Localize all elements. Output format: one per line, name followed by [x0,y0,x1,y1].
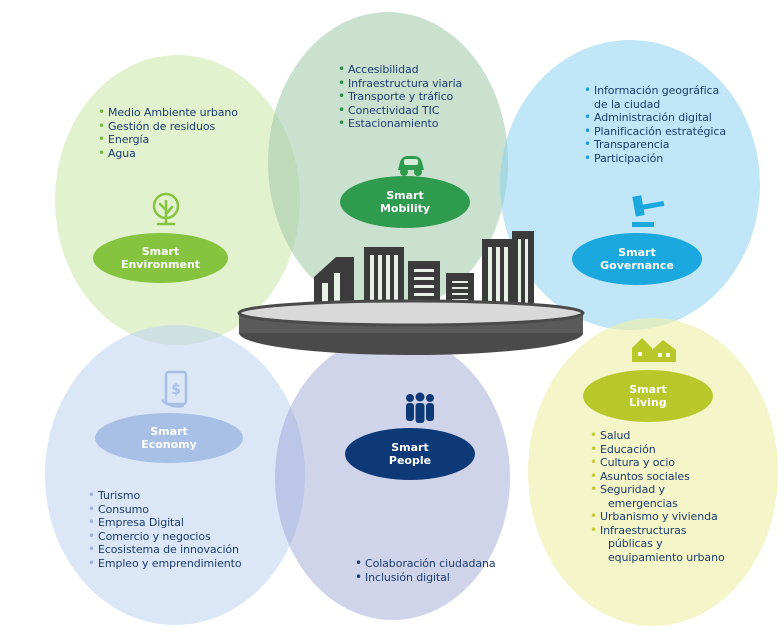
pill-title: Smart [150,425,188,438]
list-item: Consumo [88,503,241,517]
pill-subtitle: Environment [120,258,201,271]
people-icon [406,392,434,423]
pill-subtitle: Economy [141,438,197,451]
list-item: Medio Ambiente urbano [98,106,238,120]
svg-text:$: $ [171,382,181,398]
list-item: de la ciudad [594,97,661,111]
pill-subtitle: Mobility [379,202,431,215]
list-item: Accesibilidad [338,63,462,77]
list-item: públicas y [608,537,663,550]
list-item: Estacionamiento [338,117,462,131]
list-item: Información geográfica [584,84,726,98]
list-item: Administración digital [584,111,726,125]
list-item: Transporte y tráfico [338,90,462,104]
list-item: Ecosistema de innovación [88,543,241,557]
list-item: emergencias [608,496,678,510]
list-item: Colaboración ciudadana [355,557,496,571]
list-item: Energía [98,133,238,147]
list-item: Seguridad y [590,483,725,497]
houses-icon [632,338,676,362]
environment-list: Medio Ambiente urbano Gestión de residuo… [98,106,238,160]
smart-people-label: Smart People [345,428,475,480]
smart-mobility-label: Smart Mobility [340,176,470,228]
list-item: Salud [590,429,725,443]
list-item: equipamiento urbano [608,550,725,564]
smart-living-label: Smart Living [583,370,713,422]
pill-title: Smart [391,441,429,454]
pill-title: Smart [141,245,180,258]
list-item: Asuntos sociales [590,470,725,484]
list-item: Cultura y ocio [590,456,725,470]
city-platform-icon [237,231,585,355]
list-item: Urbanismo y vivienda [590,510,725,524]
smart-environment-label: Smart Environment [93,233,228,283]
list-item: Conectividad TIC [338,104,462,118]
list-item: Turismo [88,489,241,503]
car-icon [398,156,424,176]
smart-economy-label: Smart Economy [95,413,243,463]
list-item: Transparencia [584,138,726,152]
economy-list: Turismo Consumo Empresa Digital Comercio… [88,489,242,571]
list-item: Participación [584,152,726,166]
list-item: Educación [590,443,725,457]
pill-title: Smart [618,246,656,259]
people-list: Colaboración ciudadana Inclusión digital [355,557,496,584]
governance-list: Información geográfica de la ciudad Admi… [584,84,726,165]
pill-title: Smart [629,383,667,396]
gavel-icon [632,195,665,227]
money-icon: $ [161,370,188,408]
pill-subtitle: People [388,454,432,467]
list-item: Empresa Digital [88,516,241,530]
list-item: Infraestructuras [590,524,725,538]
list-item: Planificación estratégica [584,125,726,139]
list-item: Infraestructura viaria [338,77,462,91]
pill-subtitle: Governance [600,259,674,272]
list-item: Empleo y emprendimiento [88,557,242,571]
pill-title: Smart [386,189,424,202]
economy-circle [45,325,305,625]
list-item: Inclusión digital [355,571,496,585]
mobility-list: Accesibilidad Infraestructura viaria Tra… [338,63,462,131]
pill-subtitle: Living [629,396,667,409]
living-list: Salud Educación Cultura y ocio Asuntos s… [590,429,725,564]
smart-governance-label: Smart Governance [572,233,702,285]
list-item: Agua [98,147,238,161]
list-item: Gestión de residuos [98,120,238,134]
list-item: Comercio y negocios [88,530,241,544]
tree-icon [152,192,180,226]
